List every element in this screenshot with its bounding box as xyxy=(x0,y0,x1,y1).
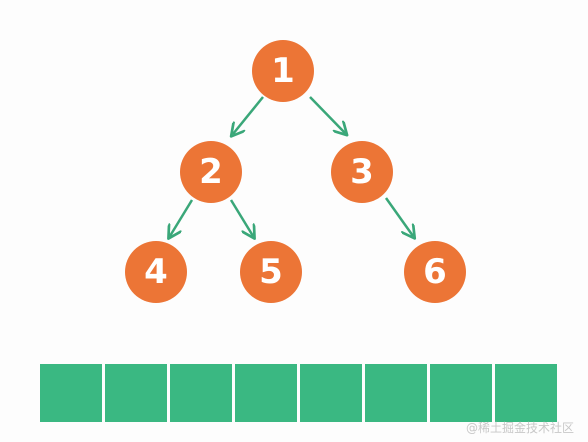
array-cell xyxy=(300,364,362,422)
tree-node-4: 4 xyxy=(125,241,187,303)
tree-node-1: 1 xyxy=(252,40,314,102)
tree-node-6: 6 xyxy=(404,241,466,303)
array-cell xyxy=(495,364,557,422)
edge-3-6 xyxy=(384,197,413,236)
array-row xyxy=(40,364,557,422)
array-cell xyxy=(40,364,102,422)
watermark: @稀土掘金技术社区 xyxy=(465,421,574,435)
edge-2-5 xyxy=(229,199,253,236)
array-cell xyxy=(170,364,232,422)
edge-1-2 xyxy=(233,96,264,134)
tree-node-3: 3 xyxy=(331,141,393,203)
tree-node-2: 2 xyxy=(180,141,242,203)
array-cell xyxy=(430,364,492,422)
array-cell xyxy=(105,364,167,422)
tree-node-5: 5 xyxy=(240,241,302,303)
edge-1-3 xyxy=(309,96,345,133)
array-cell xyxy=(235,364,297,422)
edge-2-4 xyxy=(170,199,194,236)
array-cell xyxy=(365,364,427,422)
